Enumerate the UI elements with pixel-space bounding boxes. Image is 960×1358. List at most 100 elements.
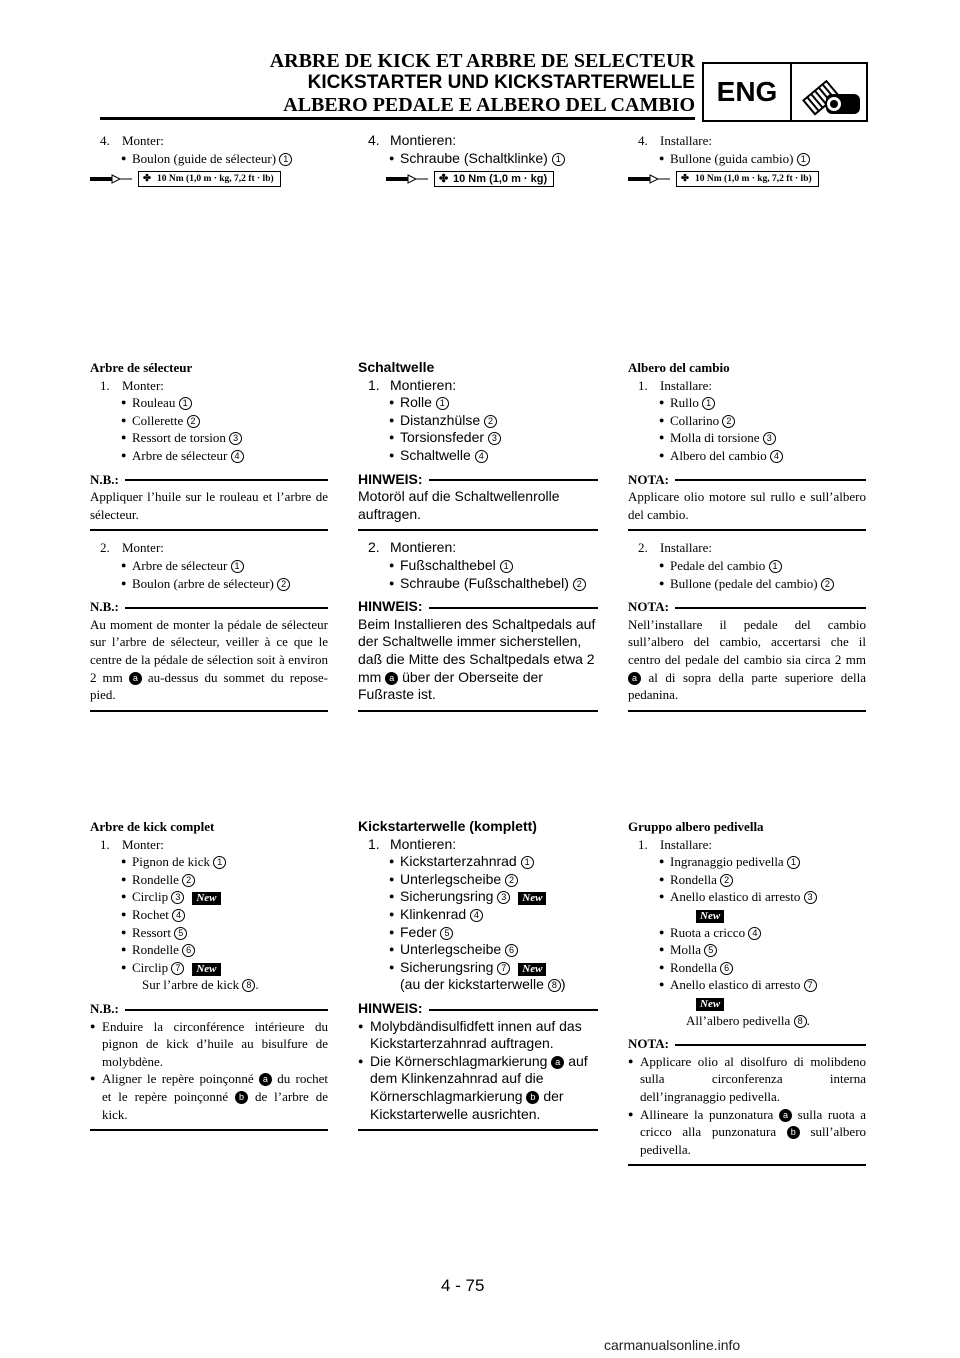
list-item: Sicherungsring xyxy=(400,888,494,905)
torque-value: 10 Nm (1,0 m · kg, 7,2 ft · lb) xyxy=(695,174,812,185)
step-verb: Monter: xyxy=(122,540,164,556)
list-item: Ingranaggio pedivella xyxy=(670,854,784,870)
callout-letter: a xyxy=(385,671,399,685)
page-number: 4 - 75 xyxy=(441,1276,485,1295)
note-text: Applicare olio motore sul rullo e sull’a… xyxy=(628,489,866,522)
callout-letter: a xyxy=(128,671,142,685)
list-item: Schraube (Fußschalthebel) xyxy=(400,574,569,591)
new-part-badge: New xyxy=(192,892,221,906)
header-title-it: ALBERO PEDALE E ALBERO DEL CAMBIO xyxy=(283,94,695,116)
section-title: Arbre de kick complet xyxy=(90,819,215,834)
note-end-rule xyxy=(628,529,866,532)
callout-number: 5 xyxy=(440,926,454,940)
callout-number: 7 xyxy=(171,961,185,975)
callout-letter: a xyxy=(258,1073,272,1087)
torque-spec: ✤ 10 Nm (1,0 m · kg) xyxy=(358,171,598,188)
list-item: Feder xyxy=(400,923,437,940)
callout-letter: a xyxy=(779,1108,792,1122)
note-label: NOTA: xyxy=(628,471,669,487)
it-step4: 4.Installare: Bullone (guida cambio) 1 ✤… xyxy=(628,132,866,188)
header-rule xyxy=(100,117,695,120)
note-header: NOTA: xyxy=(628,598,866,616)
list-item: Molla xyxy=(670,942,702,958)
callout-number: 4 xyxy=(474,449,488,463)
it-section-shift-shaft: Albero del cambio 1.Installare: Rullo 1 … xyxy=(628,359,866,720)
list-item: Rondelle xyxy=(132,942,179,958)
list-item: Albero del cambio xyxy=(670,447,767,463)
note-bullet: Die Körnerschlagmarkierung a auf dem Kli… xyxy=(358,1053,598,1123)
list-item: Pedale del cambio xyxy=(670,557,766,573)
callout-number: 6 xyxy=(505,944,519,958)
fr-section-shift-shaft: Arbre de sélecteur 1.Monter: Rouleau 1 C… xyxy=(90,359,328,720)
note-label: NOTA: xyxy=(628,599,669,615)
note-bullet: Aligner le repère poinçonné a du rochet … xyxy=(90,1070,328,1123)
callout-number: 1 xyxy=(178,397,192,411)
list-item: Rouleau xyxy=(132,395,176,411)
callout-number: 2 xyxy=(722,414,736,428)
callout-number: 4 xyxy=(748,926,762,940)
note-text: Au moment de monter la pédale de sélecte… xyxy=(90,616,329,703)
callout-number: 6 xyxy=(720,961,734,975)
list-item: Torsionsfeder xyxy=(400,429,485,446)
list-item: Anello elastico di arresto xyxy=(670,977,801,993)
note-text: Motoröl auf die Schaltwellenrolle auftra… xyxy=(358,488,560,522)
step-number: 1. xyxy=(368,376,380,393)
list-item: Anello elastico di arresto xyxy=(670,889,801,905)
list-item: Boulon (guide de sélecteur) xyxy=(132,150,277,166)
list-item: Ressort de torsion xyxy=(132,430,226,446)
torque-wrench-icon: ✤ xyxy=(143,174,151,185)
page-header: ARBRE DE KICK ET ARBRE DE SELECTEUR KICK… xyxy=(270,50,695,116)
list-item: Klinkenrad xyxy=(400,905,467,922)
note-bullet: Allineare la punzonatura a sulla ruota a… xyxy=(628,1106,866,1159)
callout-number: 2 xyxy=(484,414,498,428)
list-item: Rolle xyxy=(400,394,432,411)
tighten-arrow-icon xyxy=(628,174,670,184)
step-verb: Montieren: xyxy=(390,376,457,393)
list-item: Unterlegscheibe xyxy=(400,870,502,887)
step-verb: Installare: xyxy=(660,133,712,148)
step-number: 2. xyxy=(638,540,648,556)
callout-number: 7 xyxy=(803,979,817,993)
list-item: Molla di torsione xyxy=(670,430,760,446)
list-item: Schaltwelle xyxy=(400,446,471,463)
list-item: Rochet xyxy=(132,906,169,922)
step-verb: Installare: xyxy=(660,377,712,393)
fr-step4: 4.Monter: Boulon (guide de sélecteur) 1 … xyxy=(90,132,328,188)
step-number: 1. xyxy=(638,377,648,393)
torque-value: 10 Nm (1,0 m · kg) xyxy=(453,173,548,186)
list-item: Ruota a cricco xyxy=(670,924,746,940)
note-text: Nell’installare il pedale del cambio sul… xyxy=(628,616,867,703)
note-header: N.B.: xyxy=(90,471,328,489)
callout-number: 7 xyxy=(497,961,511,975)
callout-number: 2 xyxy=(505,873,519,887)
callout-letter: a xyxy=(551,1055,565,1069)
tighten-arrow-icon xyxy=(386,174,428,184)
list-item: Collarino xyxy=(670,412,720,428)
callout-number: 2 xyxy=(572,577,586,591)
new-part-badge: New xyxy=(518,892,547,906)
step-verb: Montieren: xyxy=(390,539,457,556)
callout-number: 1 xyxy=(551,152,565,166)
section-title: Gruppo albero pedivella xyxy=(628,819,764,834)
step-number: 4. xyxy=(100,133,110,148)
step-verb: Monter: xyxy=(122,836,164,852)
note-text: Beim Installieren des Schaltpedals auf d… xyxy=(358,615,596,703)
torque-wrench-icon: ✤ xyxy=(439,173,449,186)
list-item: Boulon (arbre de sélecteur) xyxy=(132,575,274,591)
engine-bolt-icon xyxy=(802,79,860,116)
new-part-badge: New xyxy=(518,962,547,976)
list-item: Unterlegscheibe xyxy=(400,941,502,958)
note-header: HINWEIS: xyxy=(358,598,598,616)
note-end-rule xyxy=(90,529,328,532)
callout-number: 3 xyxy=(171,891,185,905)
step-number: 1. xyxy=(100,377,110,393)
callout-number: 1 xyxy=(702,397,716,411)
callout-number: 2 xyxy=(186,414,200,428)
callout-number: 1 xyxy=(230,559,244,573)
list-item: Kickstarterzahnrad xyxy=(400,853,517,870)
callout-number: 3 xyxy=(762,432,776,446)
de-step4: 4.Montieren: Schraube (Schaltklinke) 1 ✤… xyxy=(358,132,598,188)
list-item: Collerette xyxy=(132,412,184,428)
callout-number: 1 xyxy=(786,856,800,870)
callout-number: 3 xyxy=(803,891,817,905)
